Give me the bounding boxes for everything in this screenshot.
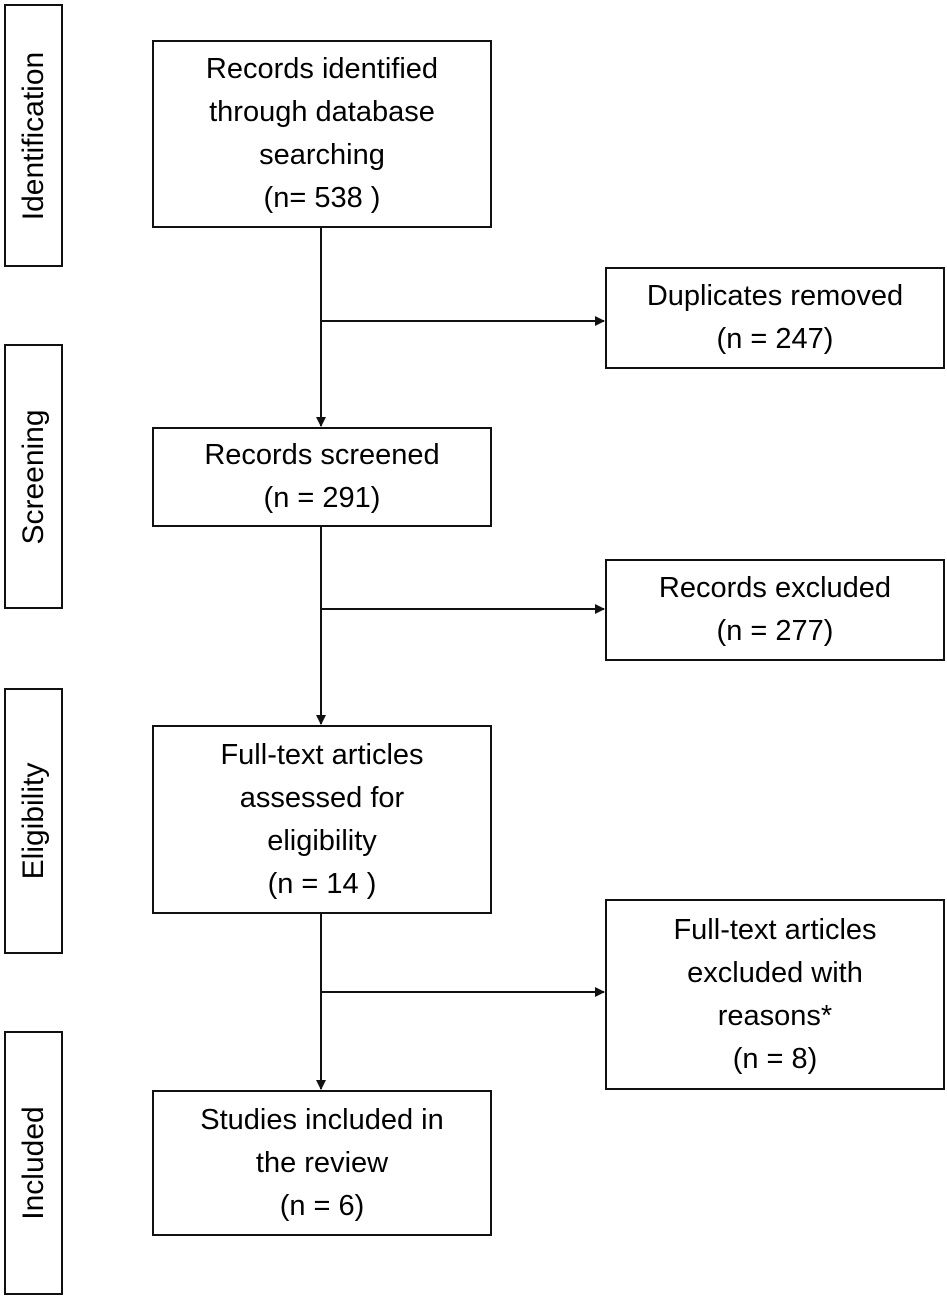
- box-duplicates-removed: Duplicates removed (n = 247): [605, 267, 945, 369]
- phase-identification: Identification: [4, 4, 63, 267]
- box-fulltext-assessed-line: assessed for: [239, 781, 405, 814]
- box-fulltext-excluded: Full-text articles excluded with reasons…: [605, 899, 945, 1090]
- box-fulltext-excluded-line: reasons*: [717, 999, 833, 1032]
- box-fulltext-excluded-line: Full-text articles: [673, 913, 877, 946]
- box-duplicates-removed-line: Duplicates removed: [646, 280, 904, 312]
- box-studies-included-line: Studies included in: [200, 1103, 444, 1136]
- box-records-excluded-count: (n = 277): [716, 615, 834, 647]
- box-records-identified-line: Records identified: [205, 53, 439, 85]
- phase-eligibility: Eligibility: [4, 688, 63, 954]
- box-studies-included-count: (n = 6): [279, 1189, 365, 1222]
- box-fulltext-excluded-count: (n = 8): [732, 1042, 818, 1075]
- box-records-identified-line: through database: [209, 96, 435, 128]
- box-fulltext-assessed-count: (n = 14 ): [267, 867, 377, 900]
- box-fulltext-assessed-line: eligibility: [267, 824, 377, 857]
- box-records-excluded: Records excluded (n = 277): [605, 559, 945, 661]
- box-duplicates-removed-count: (n = 247): [716, 323, 834, 355]
- box-records-identified-count: (n= 538 ): [263, 182, 381, 214]
- box-records-identified-line: searching: [259, 139, 385, 171]
- box-studies-included: Studies included in the review (n = 6): [152, 1090, 492, 1236]
- box-fulltext-assessed: Full-text articles assessed for eligibil…: [152, 725, 492, 914]
- box-records-screened: Records screened (n = 291): [152, 427, 492, 527]
- box-fulltext-excluded-line: excluded with: [687, 956, 863, 989]
- box-records-identified: Records identified through database sear…: [152, 40, 492, 228]
- phase-screening: Screening: [4, 344, 63, 609]
- box-records-screened-line: Records screened: [204, 439, 440, 471]
- phase-included: Included: [4, 1031, 63, 1295]
- box-fulltext-assessed-line: Full-text articles: [220, 738, 424, 771]
- box-studies-included-line: the review: [255, 1146, 389, 1179]
- box-records-excluded-line: Records excluded: [658, 572, 892, 604]
- box-records-screened-count: (n = 291): [263, 482, 381, 514]
